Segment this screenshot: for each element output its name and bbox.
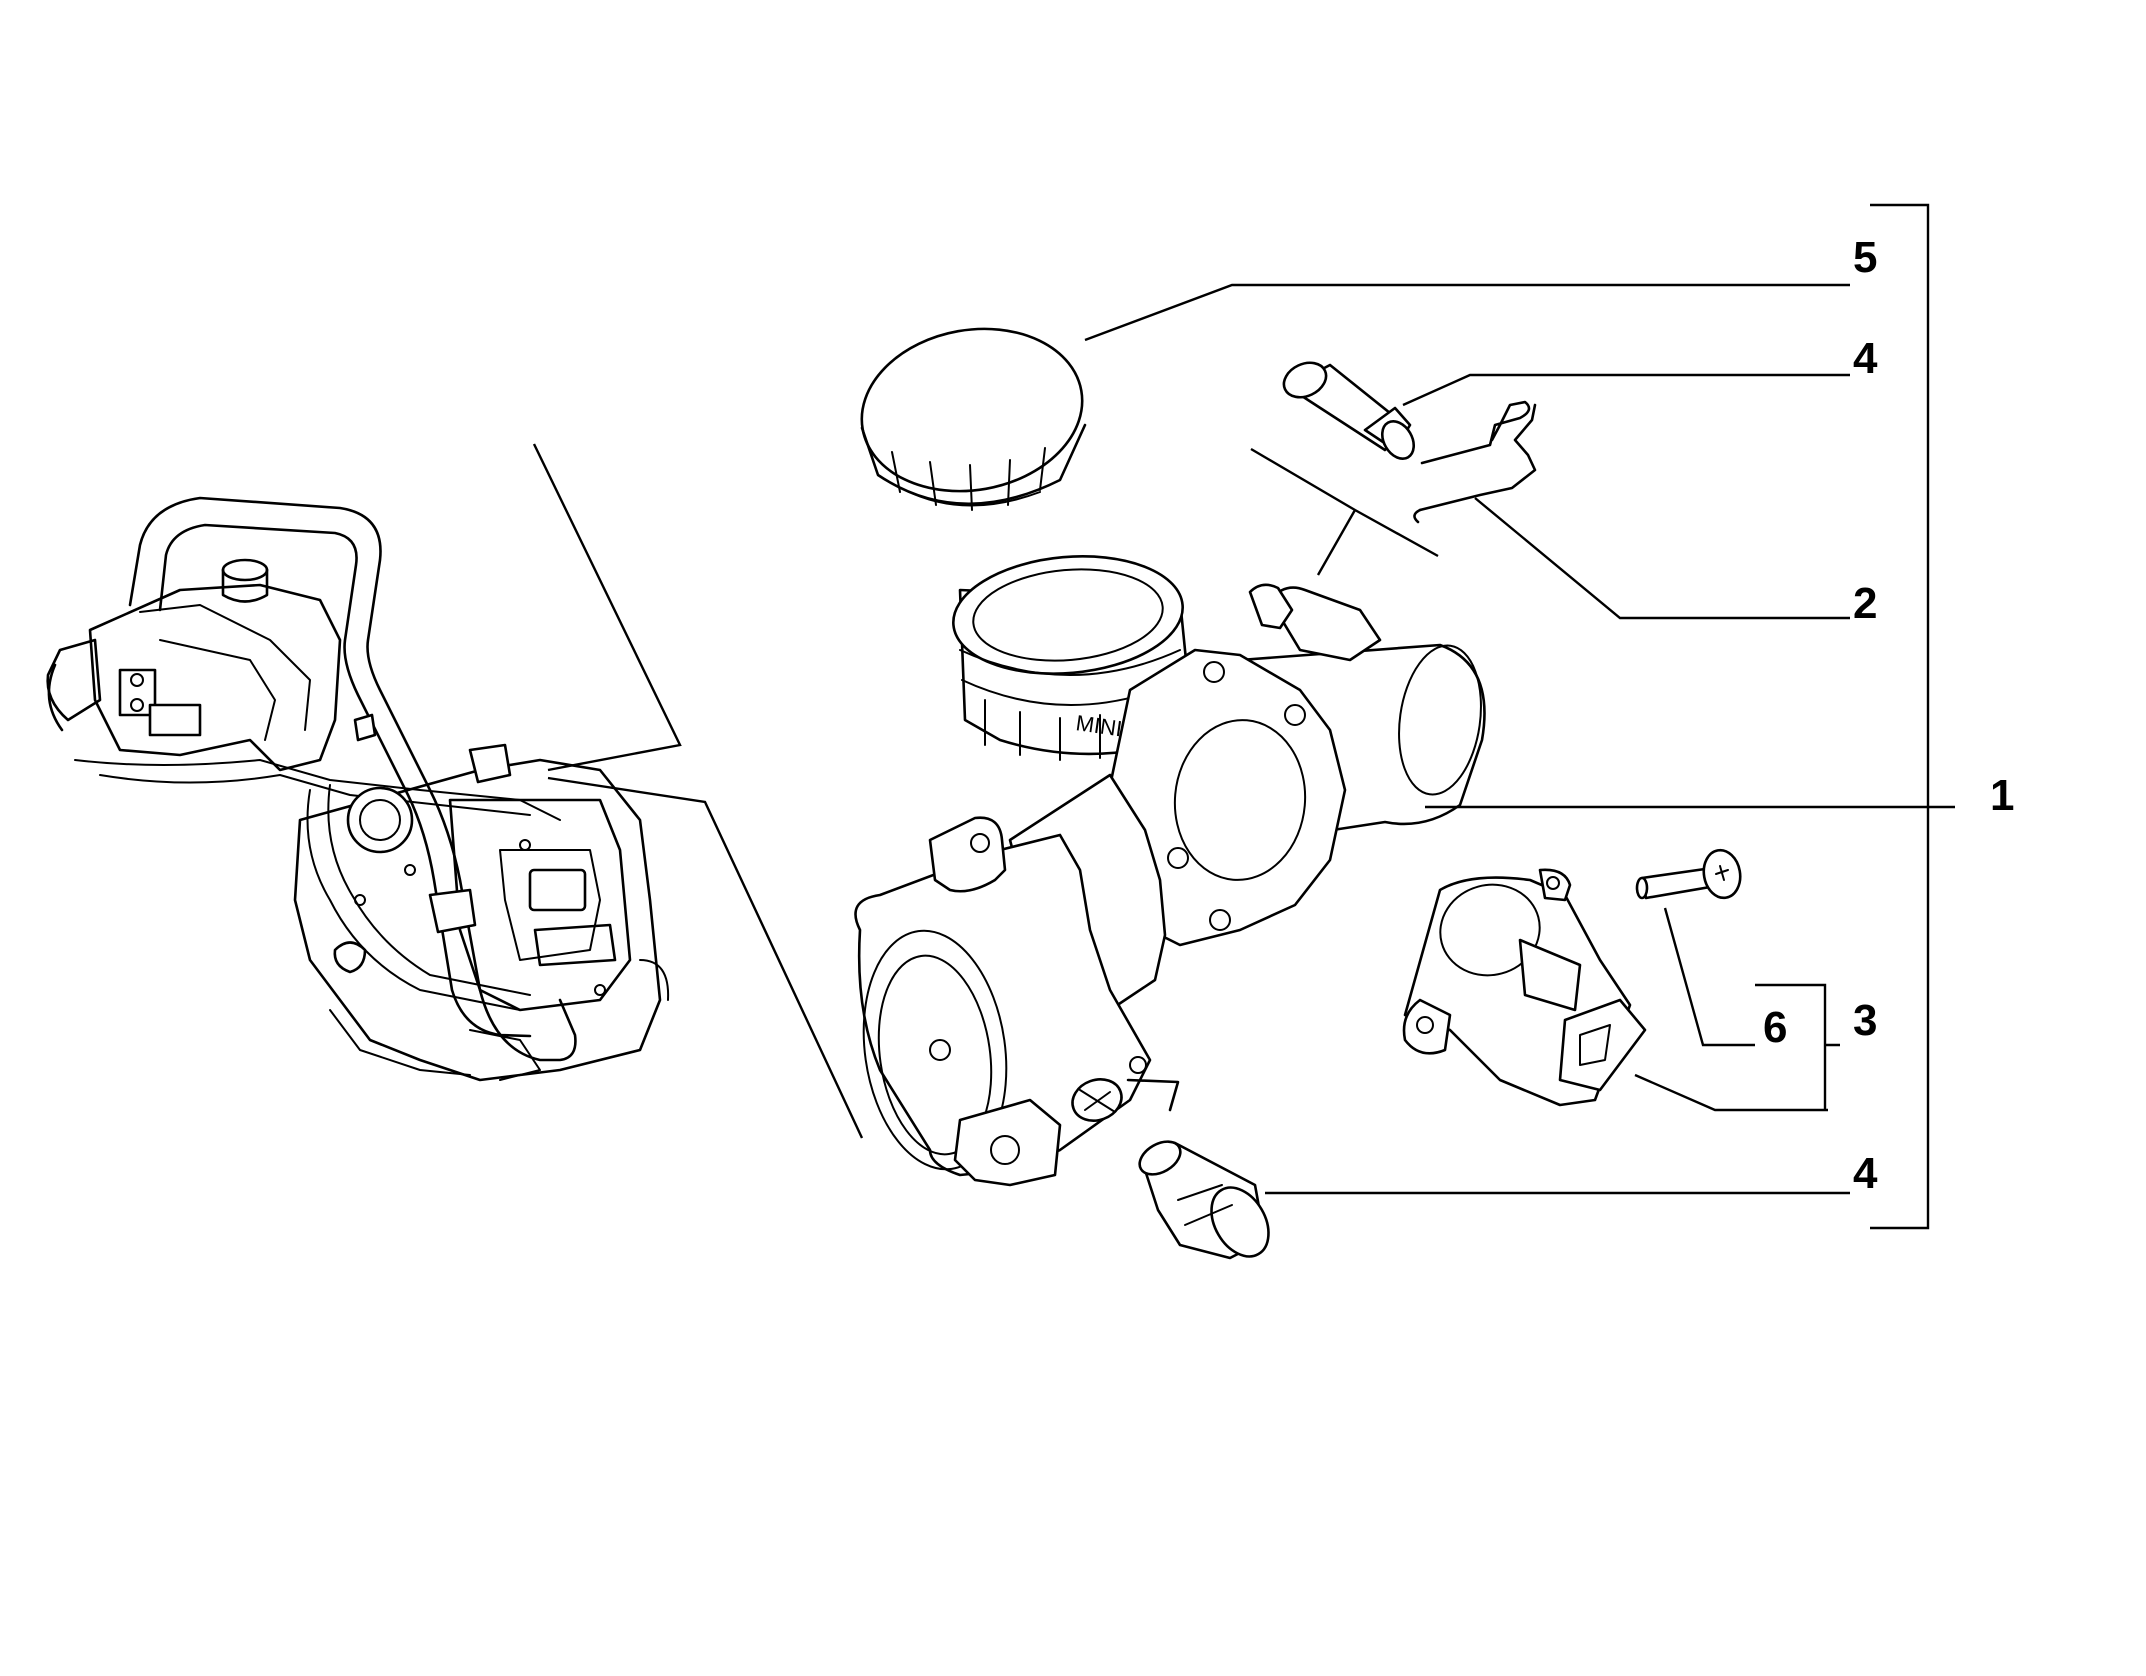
part-6-bolt — [1635, 848, 1742, 900]
callout-1: 1 — [1990, 771, 2014, 820]
leader-part-6 — [1663, 907, 1755, 1047]
engine-context-assembly — [46, 496, 670, 1082]
callout-2: 2 — [1853, 579, 1877, 628]
part-2-clip — [1413, 400, 1537, 524]
callout-3: 3 — [1853, 996, 1877, 1045]
bracket-assembly-group — [1870, 203, 1930, 1230]
part-5-cap — [860, 327, 1087, 511]
callout-5: 5 — [1853, 233, 1877, 282]
part-4-plug-lower — [1138, 1140, 1270, 1260]
projection-line-lower — [547, 776, 864, 1139]
projection-line-upper — [532, 443, 682, 772]
part-4-plug-upper — [1282, 361, 1416, 460]
leader-part-3 — [1634, 1073, 1828, 1112]
leader-split-parts-2-4 — [1250, 447, 1439, 576]
part-3-sensor — [1402, 868, 1647, 1107]
leader-part-5 — [1084, 283, 1850, 342]
callout-6: 6 — [1763, 1003, 1787, 1052]
callout-4-upper: 4 — [1853, 334, 1878, 383]
callout-4-lower: 4 — [1853, 1149, 1878, 1198]
bracket-parts-3-6 — [1755, 983, 1840, 1110]
part-1-housing: MINI — [854, 555, 1486, 1187]
leader-part-4-upper — [1402, 373, 1850, 407]
leader-part-2 — [1474, 497, 1850, 620]
